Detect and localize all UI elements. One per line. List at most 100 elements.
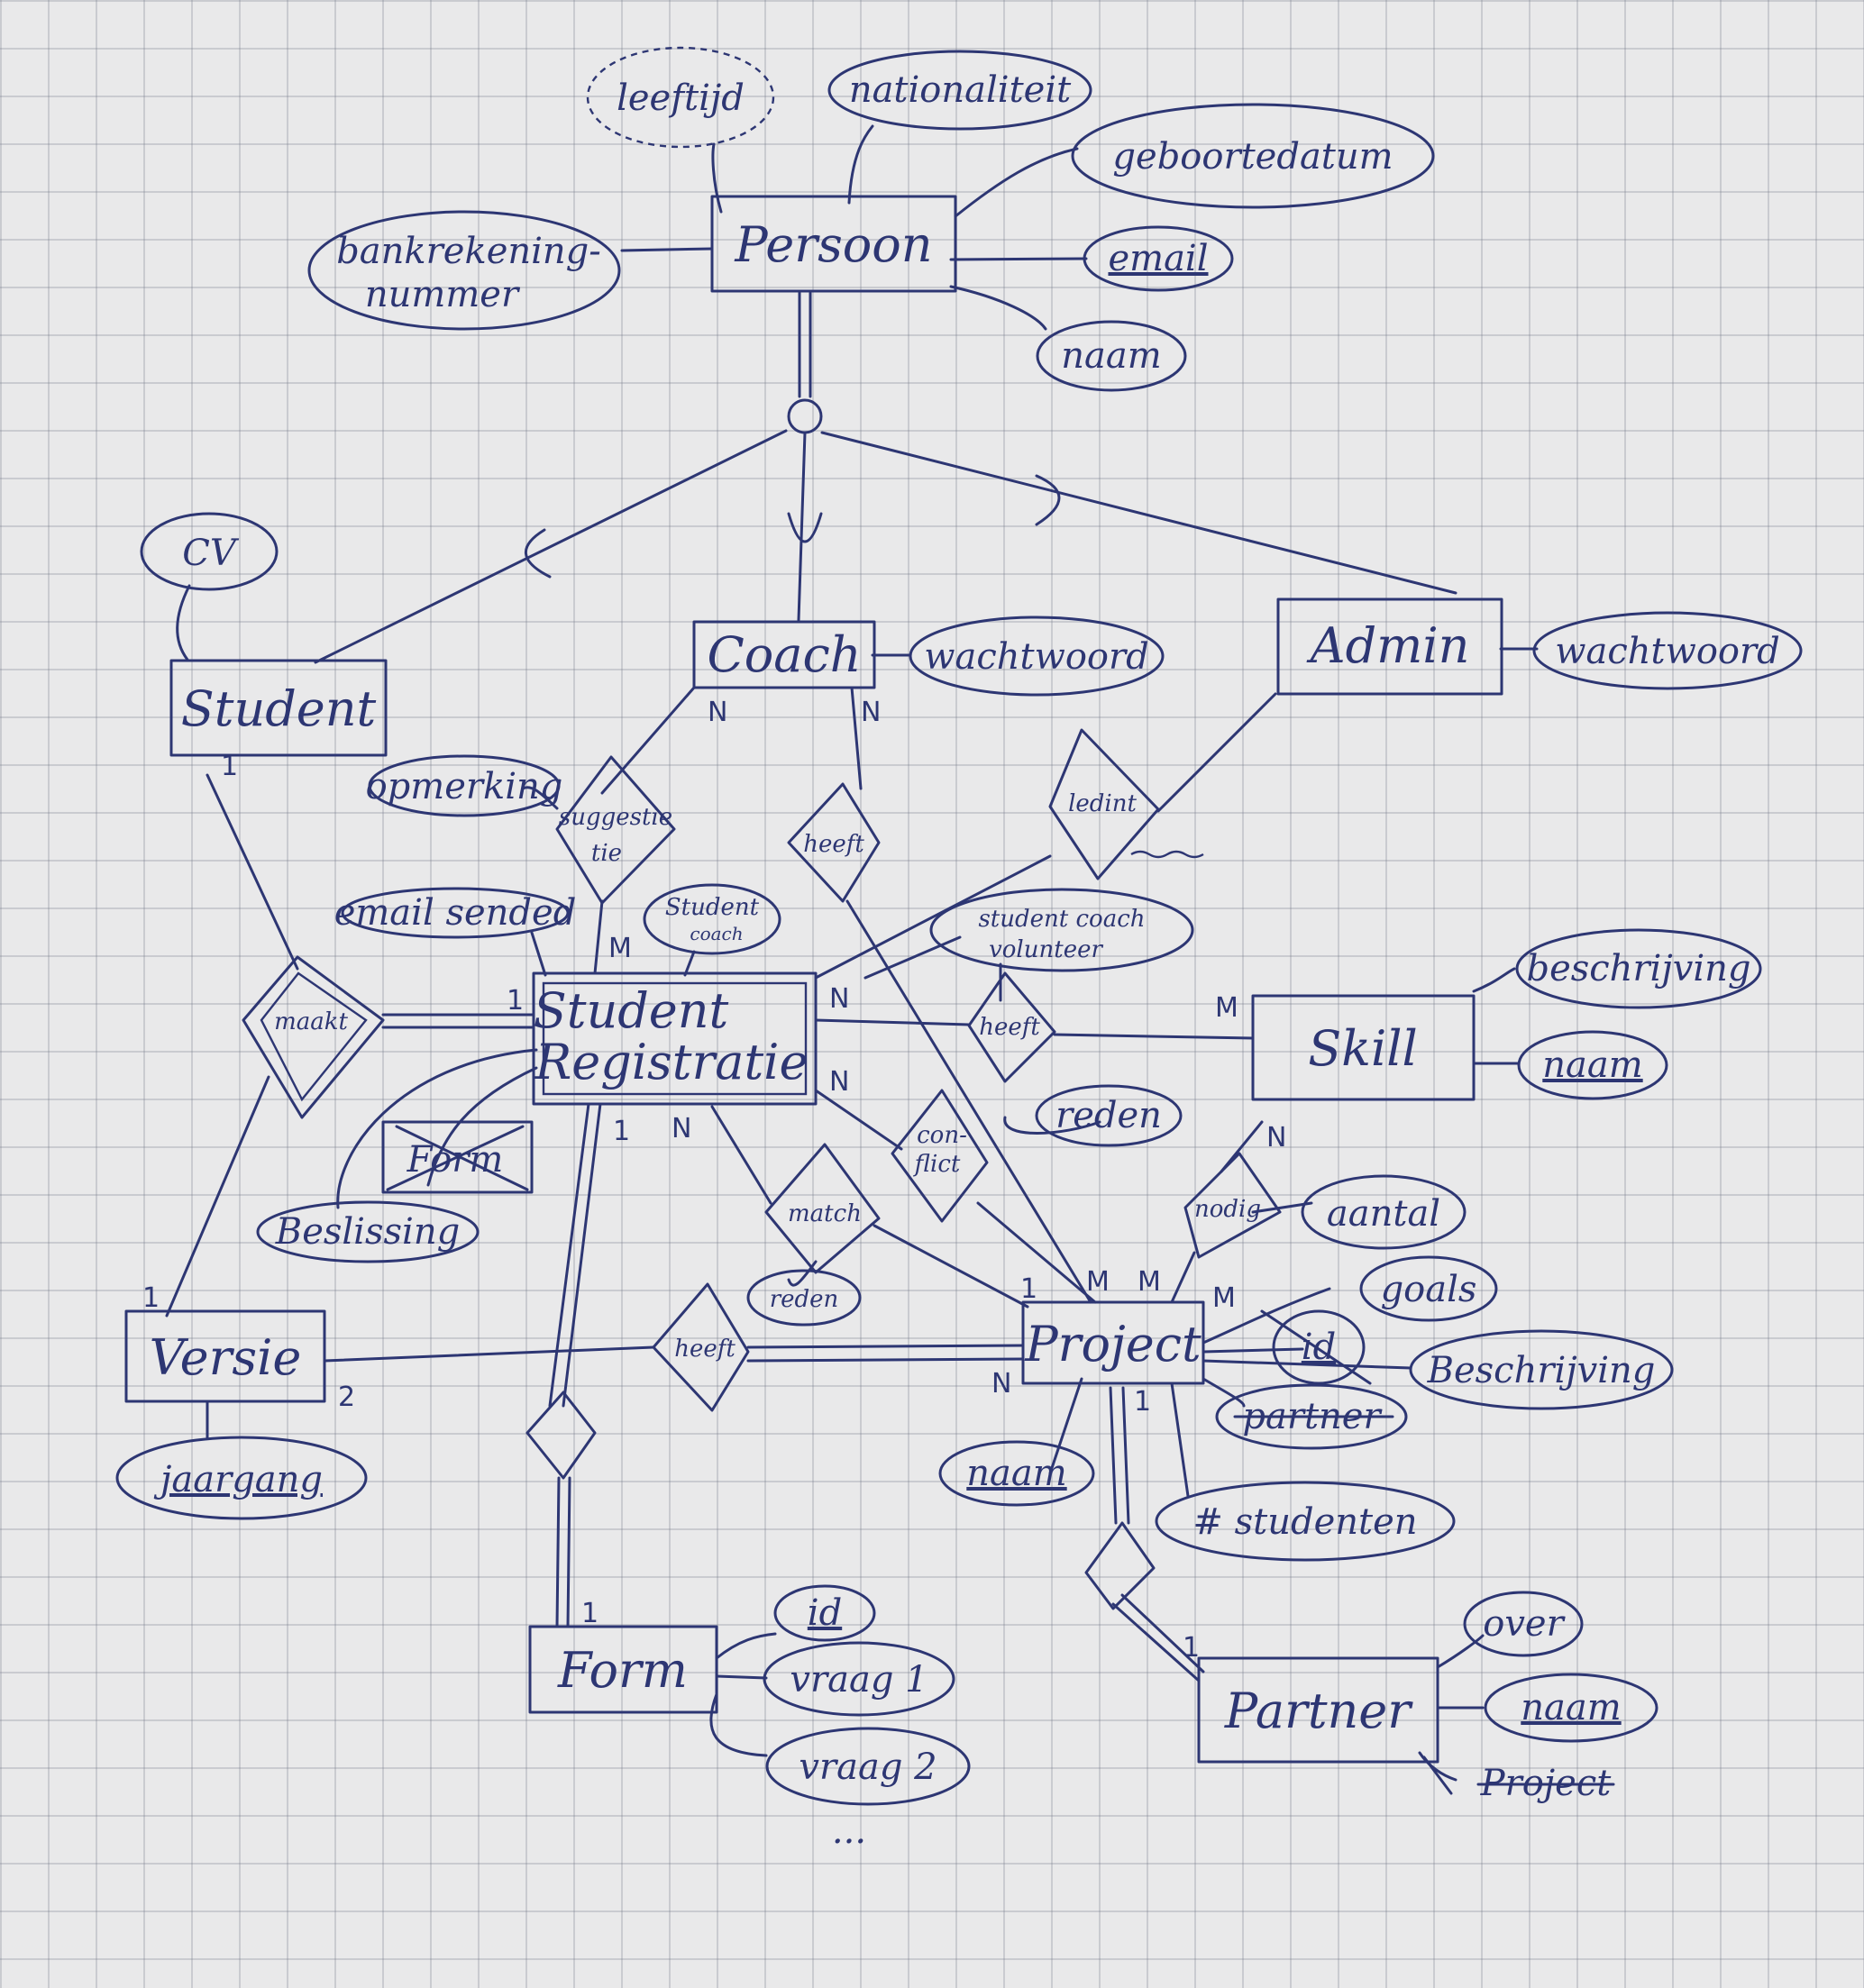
entity-skill-label: Skill — [1308, 1020, 1418, 1077]
attribute-reden-conflict: reden — [1035, 1084, 1183, 1147]
rel-heeft-versie-label: heeft — [674, 1336, 736, 1363]
relationship-heeft-skill: heeft — [967, 971, 1056, 1083]
entity-form-label: Form — [557, 1642, 688, 1699]
card-proj-versie: N — [991, 1368, 1011, 1400]
rel-heeft-coach-label: heeft — [803, 831, 864, 858]
struck-id-line — [1260, 1309, 1372, 1385]
isa-circle — [787, 398, 823, 434]
attr-vraag2-label: vraag 2 — [799, 1746, 937, 1788]
attribute-beschrijving-project: Beschrijving — [1409, 1329, 1674, 1410]
attribute-naam-project: naam — [938, 1440, 1095, 1507]
attr-student-coach-label-2: coach — [690, 923, 743, 944]
entity-versie-label: Versie — [150, 1329, 302, 1386]
attr-aantal-label: aantal — [1327, 1193, 1440, 1235]
attribute-over: over — [1463, 1591, 1584, 1657]
struck-project-x — [1422, 1755, 1453, 1795]
cardinality-labels: N N M 1 1 N M N 1 N N M M M 1 N 1 1 2 1 … — [142, 697, 1286, 1664]
card-proj-m2: M — [1138, 1266, 1161, 1298]
attr-naam-skill-label: naam — [1542, 1044, 1642, 1086]
attribute-email-sended: email sended — [334, 887, 577, 939]
attr-jaargang-label: jaargang — [153, 1459, 323, 1500]
entity-admin: Admin — [1276, 597, 1503, 696]
entity-registratie-label-1: Student — [534, 982, 729, 1039]
attribute-nationaliteit: nationaliteit — [827, 50, 1092, 131]
rel-conflict-label-2: flict — [913, 1151, 961, 1178]
attribute-goals: goals — [1359, 1255, 1498, 1322]
attribute-id-project: id — [1260, 1309, 1372, 1385]
entity-coach-label: Coach — [707, 626, 861, 683]
subset-hook-admin — [1035, 474, 1061, 526]
subset-hook-coach — [787, 512, 823, 543]
card-skill-heeft: M — [1215, 992, 1238, 1024]
entity-persoon: Persoon — [710, 195, 957, 293]
card-proj-partner: 1 — [1134, 1386, 1151, 1418]
attr-geboortedatum-label: geboortedatum — [1112, 136, 1393, 178]
rel-conflict-label-1: con- — [917, 1122, 967, 1149]
ledint-squiggle — [1130, 850, 1204, 859]
card-proj-m3: M — [1212, 1282, 1236, 1314]
card-coach-heeft: N — [861, 697, 881, 728]
attribute-bankrekeningnummer: bankrekening- nummer — [307, 210, 621, 331]
relationship-heeft-versie: heeft — [652, 1282, 750, 1412]
connector-lines — [165, 124, 1539, 1782]
attribute-aantal: aantal — [1301, 1174, 1467, 1250]
attr-reden-match-label: reden — [770, 1286, 839, 1313]
attribute-form-struck: Form — [381, 1120, 534, 1194]
rel-maakt-label: maakt — [274, 1008, 348, 1035]
entity-student-label: Student — [181, 680, 377, 737]
attribute-aantal-studenten: # studenten — [1155, 1481, 1456, 1562]
attribute-geboortedatum: geboortedatum — [1071, 103, 1435, 209]
entity-project-label: Project — [1024, 1316, 1202, 1372]
attribute-jaargang: jaargang — [115, 1436, 368, 1520]
entity-partner-label: Partner — [1224, 1683, 1413, 1739]
attr-leeftijd-label: leeftijd — [617, 78, 745, 119]
card-proj-match: 1 — [1020, 1273, 1037, 1305]
rel-match-label: match — [788, 1200, 862, 1227]
card-versie-heeft: 2 — [338, 1382, 355, 1413]
attribute-id-form: id — [773, 1584, 876, 1642]
relationship-heeft-coach: heeft — [787, 782, 881, 903]
card-coach-sugg: N — [708, 697, 727, 728]
rel-heeft-skill-label: heeft — [979, 1014, 1040, 1041]
attribute-student-coach-volunteer: student coach volunteer — [929, 888, 1194, 972]
attr-id-form-label: id — [808, 1592, 842, 1634]
attr-over-label: over — [1483, 1603, 1566, 1645]
attr-studenten-label: # studenten — [1192, 1501, 1417, 1543]
rel-nodig-label: nodig — [1194, 1196, 1261, 1223]
attr-email-label: email — [1108, 238, 1208, 279]
attr-nationaliteit-label: nationaliteit — [849, 69, 1072, 111]
attr-wachtwoord-admin-label: wachtwoord — [1555, 631, 1779, 672]
attr-email-sended-label: email sended — [334, 892, 577, 934]
attribute-wachtwoord-coach: wachtwoord — [909, 616, 1165, 697]
relationship-suggestie: suggestie tie — [555, 755, 676, 905]
attribute-vraag1: vraag 1 — [763, 1641, 955, 1717]
attr-student-coach-label-1: Student — [665, 894, 760, 921]
relationship-form-link — [525, 1391, 597, 1480]
card-versie-maakt: 1 — [142, 1282, 160, 1314]
attribute-opmerking: opmerking — [366, 754, 562, 817]
entity-registratie-label-2: Registratie — [535, 1034, 809, 1090]
card-reg-match: N — [672, 1113, 691, 1144]
attr-cv-label: CV — [182, 533, 240, 574]
attr-vraag1-label: vraag 1 — [790, 1659, 927, 1701]
relationship-conflict: con- flict — [891, 1089, 989, 1223]
card-reg-maakt: 1 — [507, 985, 524, 1017]
card-student-maakt: 1 — [221, 751, 238, 782]
attr-beschrijving-skill-label: beschrijving — [1526, 948, 1750, 989]
attribute-vraag2: vraag 2 — [765, 1727, 971, 1806]
entity-student-registratie: Student Registratie — [532, 971, 818, 1106]
relationship-partner-link — [1084, 1521, 1156, 1610]
attribute-project-struck: Project — [1422, 1755, 1615, 1804]
card-reg-sugg: M — [608, 933, 632, 964]
attribute-student-coach: Student coach — [643, 883, 781, 955]
attribute-beschrijving-skill: beschrijving — [1515, 928, 1762, 1009]
entity-coach: Coach — [692, 620, 876, 689]
attribute-reden-match: reden — [746, 1269, 862, 1327]
card-form-1: 1 — [581, 1598, 598, 1629]
card-skill-nodig: N — [1266, 1122, 1286, 1154]
entity-admin-label: Admin — [1306, 617, 1470, 674]
attribute-wachtwoord-admin: wachtwoord — [1532, 611, 1803, 690]
attr-naam-persoon-label: naam — [1061, 335, 1161, 377]
entity-student: Student — [169, 659, 388, 757]
